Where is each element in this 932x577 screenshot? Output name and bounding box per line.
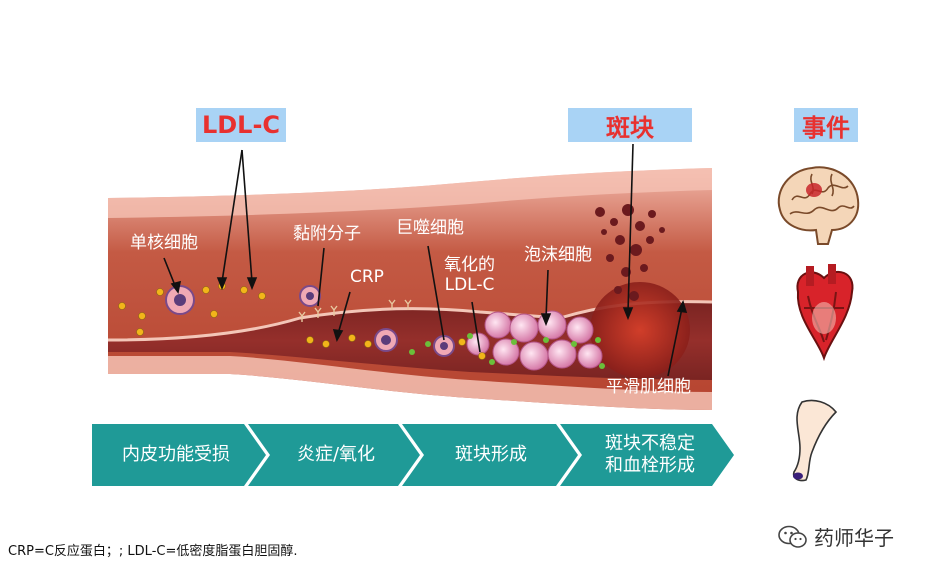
label-oxidized-ldl: 氧化的 LDL-C bbox=[444, 255, 495, 295]
stage-label-4-line2: 和血栓形成 bbox=[605, 455, 695, 476]
ldl-particles bbox=[118, 282, 486, 360]
stage-arrow-4 bbox=[560, 424, 734, 486]
label-crp: CRP bbox=[350, 267, 384, 287]
watermark-text: 药师华子 bbox=[814, 526, 894, 550]
stage-label-1: 内皮功能受损 bbox=[122, 443, 230, 465]
stage-arrow-3 bbox=[402, 424, 578, 486]
label-smooth-muscle-cell: 平滑肌细胞 bbox=[606, 377, 691, 397]
heart-icon bbox=[796, 264, 854, 362]
watermark: 药师华子 bbox=[778, 522, 894, 551]
stage-label-3: 斑块形成 bbox=[455, 443, 527, 465]
plaque-tag-label: 斑块 bbox=[606, 113, 654, 142]
label-oxidized-ldl-line2: LDL-C bbox=[444, 274, 495, 295]
events-tag: 事件 bbox=[794, 108, 858, 142]
label-oxidized-ldl-line1: 氧化的 bbox=[444, 255, 495, 275]
thrombus bbox=[590, 282, 690, 378]
stage-label-4: 斑块不稳定 和血栓形成 bbox=[578, 424, 722, 486]
ldl-c-tag-label: LDL-C bbox=[201, 111, 281, 139]
label-macrophage: 巨噬细胞 bbox=[396, 218, 464, 238]
brain-icon bbox=[777, 166, 860, 245]
stage-label-4-line1: 斑块不稳定 bbox=[605, 432, 695, 454]
stage-label-2: 炎症/氧化 bbox=[296, 443, 376, 465]
oxidized-ldl-particles bbox=[409, 333, 605, 369]
leg-icon bbox=[792, 399, 838, 482]
stage-arrow-2 bbox=[248, 424, 420, 486]
pointer-arrows bbox=[163, 143, 688, 377]
wechat-icon bbox=[778, 525, 807, 548]
label-monocyte: 单核细胞 bbox=[130, 233, 198, 253]
plaque-tag: 斑块 bbox=[568, 108, 692, 142]
ldl-c-tag: LDL-C bbox=[196, 108, 286, 142]
monocytes bbox=[165, 285, 455, 357]
adhesion-molecules bbox=[298, 299, 412, 322]
label-foam-cell: 泡沫细胞 bbox=[524, 245, 592, 265]
stage-arrow-1 bbox=[92, 424, 266, 486]
footnote: CRP=C反应蛋白；; LDL-C=低密度脂蛋白胆固醇. bbox=[8, 544, 298, 559]
label-adhesion-molecule: 黏附分子 bbox=[293, 224, 361, 244]
events-tag-label: 事件 bbox=[802, 113, 850, 142]
